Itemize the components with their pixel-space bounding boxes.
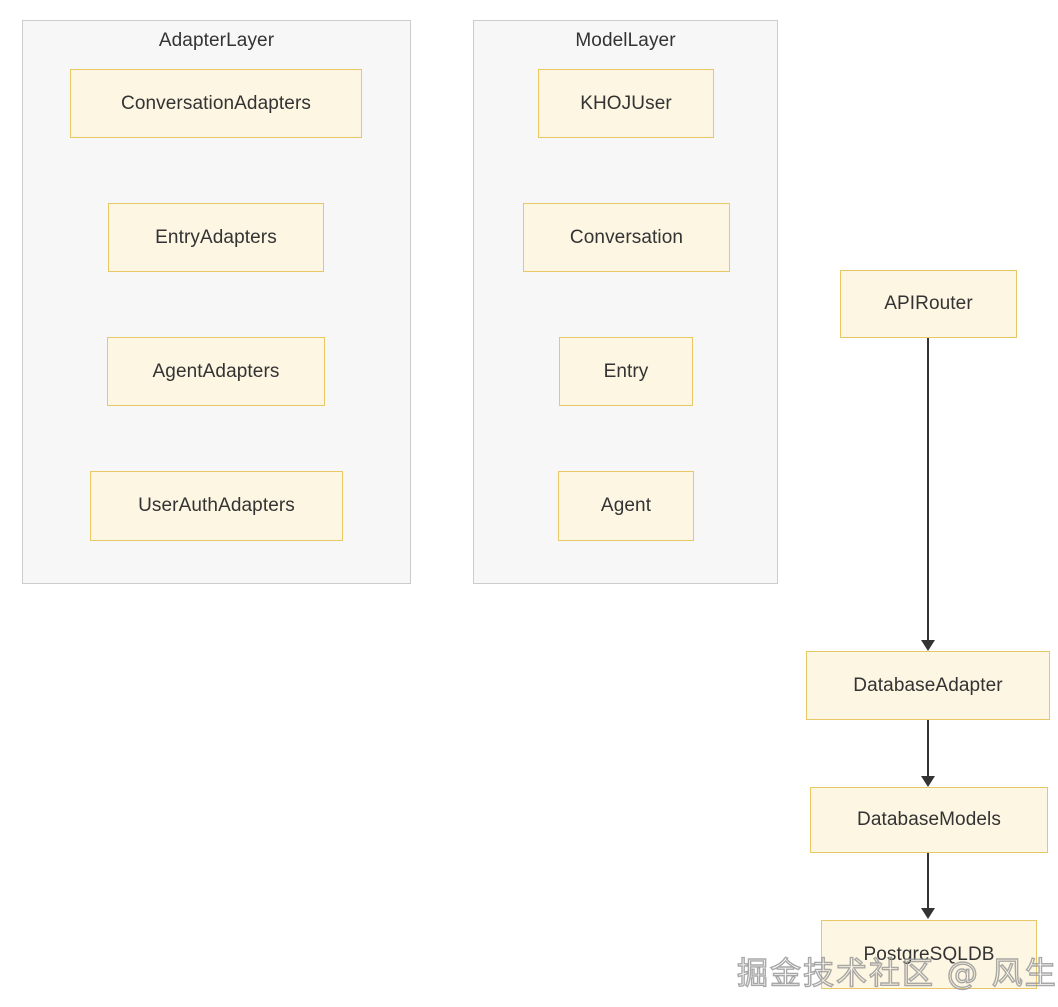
node-api-router-label: APIRouter [884,293,973,314]
node-postgresql-db[interactable]: PostgreSQLDB [821,920,1037,989]
node-database-adapter[interactable]: DatabaseAdapter [806,651,1050,720]
node-entry-adapters-label: EntryAdapters [155,226,277,248]
node-conversation[interactable]: Conversation [523,203,730,272]
edge-database-models-to-postgresql-db-arrowhead [921,908,935,919]
edge-database-adapter-to-database-models-arrowhead [921,776,935,787]
node-agent[interactable]: Agent [558,471,694,541]
node-agent-adapters-label: AgentAdapters [152,360,280,382]
edge-api-router-to-database-adapter-arrowhead [921,640,935,651]
node-khoj-user[interactable]: KHOJUser [538,69,714,138]
node-conversation-adapters-label: ConversationAdapters [121,92,311,114]
node-agent-adapters[interactable]: AgentAdapters [107,337,325,406]
node-conversation-label: Conversation [569,226,684,248]
node-entry-label: Entry [603,360,649,382]
node-api-router[interactable]: APIRouter [840,270,1017,338]
subgraph-adapter-layer-title: AdapterLayer [158,30,275,51]
node-khoj-user-label: KHOJUser [580,92,672,114]
node-database-models-label: DatabaseModels [857,809,1001,830]
subgraph-model-layer-title: ModelLayer [575,30,676,51]
node-user-auth-adapters[interactable]: UserAuthAdapters [90,471,343,541]
node-postgresql-db-label: PostgreSQLDB [863,943,995,965]
edge-database-models-to-postgresql-db-line [927,853,929,909]
node-database-models[interactable]: DatabaseModels [810,787,1048,853]
node-user-auth-adapters-label: UserAuthAdapters [138,495,295,516]
node-entry[interactable]: Entry [559,337,693,406]
node-conversation-adapters[interactable]: ConversationAdapters [70,69,362,138]
node-agent-label: Agent [600,495,652,516]
node-entry-adapters[interactable]: EntryAdapters [108,203,324,272]
node-database-adapter-label: DatabaseAdapter [853,674,1003,696]
edge-api-router-to-database-adapter-line [927,338,929,641]
edge-database-adapter-to-database-models-line [927,720,929,777]
